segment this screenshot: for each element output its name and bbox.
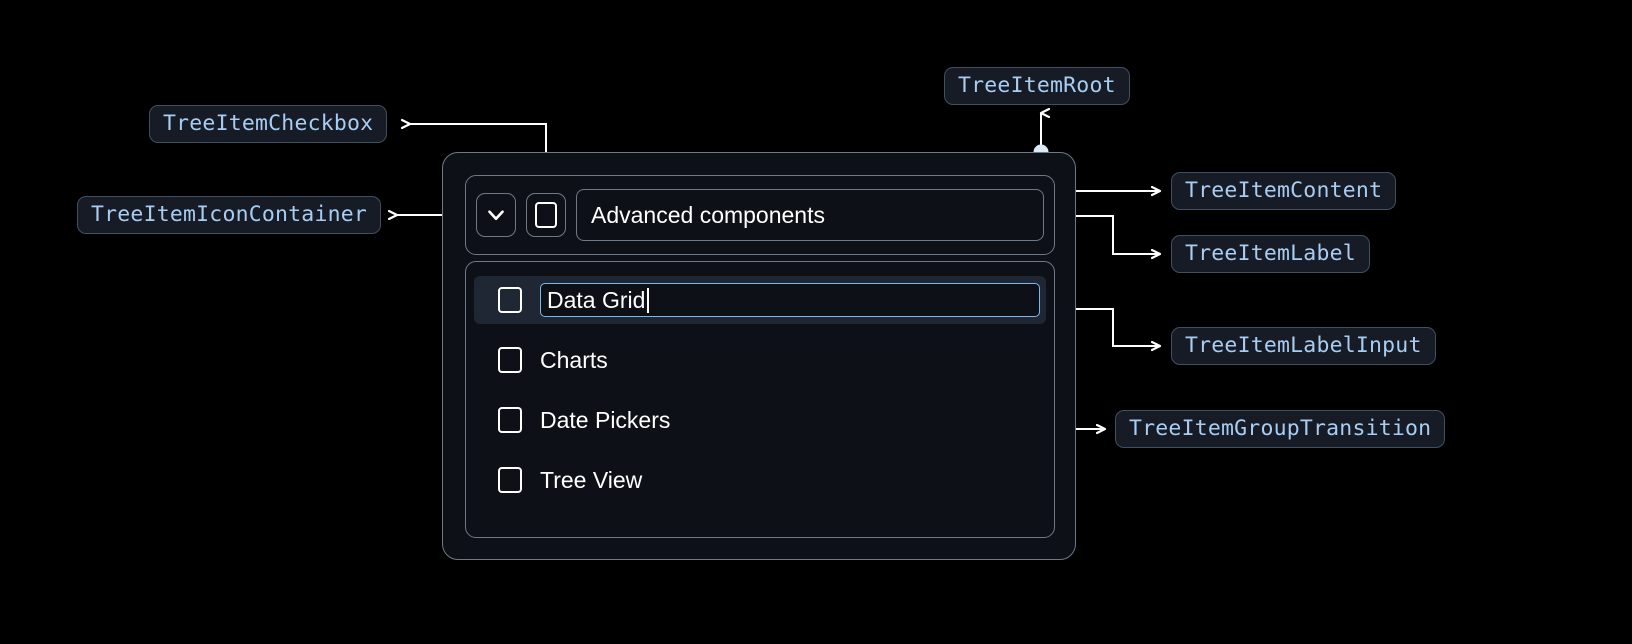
tree-item-checkbox[interactable] bbox=[526, 193, 566, 237]
tree-item-label[interactable]: Advanced components bbox=[576, 189, 1044, 241]
chevron-down-icon bbox=[483, 202, 509, 228]
tree-item-child-date-pickers[interactable]: Date Pickers bbox=[466, 396, 1054, 444]
tree-item-child-tree-view[interactable]: Tree View bbox=[466, 456, 1054, 504]
tree-item-label: Tree View bbox=[540, 466, 643, 493]
tree-item-content[interactable]: Advanced components bbox=[465, 175, 1055, 255]
tree-item-label: Date Pickers bbox=[540, 406, 671, 433]
text-caret bbox=[647, 287, 649, 313]
tree-item-label-input[interactable]: Data Grid bbox=[540, 283, 1040, 317]
tree-item-child-data-grid[interactable]: Data Grid bbox=[474, 276, 1046, 324]
tree-item-label: Charts bbox=[540, 346, 608, 373]
annotation-chip-tree-item-icon-container: TreeItemIconContainer bbox=[77, 196, 382, 234]
checkbox-unchecked-icon bbox=[535, 202, 557, 228]
annotation-chip-tree-item-group-transition: TreeItemGroupTransition bbox=[1115, 410, 1446, 448]
checkbox-unchecked-icon[interactable] bbox=[498, 407, 522, 433]
tree-item-root[interactable]: Advanced components Data Grid Charts Dat… bbox=[442, 152, 1076, 560]
tree-item-label-input-value: Data Grid bbox=[547, 286, 646, 313]
checkbox-unchecked-icon[interactable] bbox=[498, 467, 522, 493]
row-spacer bbox=[466, 324, 1054, 336]
annotation-chip-tree-item-root: TreeItemRoot bbox=[944, 67, 1130, 105]
annotation-chip-tree-item-content: TreeItemContent bbox=[1171, 172, 1397, 210]
checkbox-unchecked-icon[interactable] bbox=[498, 347, 522, 373]
annotation-chip-tree-item-checkbox: TreeItemCheckbox bbox=[149, 105, 388, 143]
row-spacer bbox=[466, 444, 1054, 456]
annotation-chip-tree-item-label-input: TreeItemLabelInput bbox=[1171, 327, 1436, 365]
tree-item-icon-container[interactable] bbox=[476, 193, 516, 237]
tree-item-child-charts[interactable]: Charts bbox=[466, 336, 1054, 384]
annotation-chip-tree-item-label: TreeItemLabel bbox=[1171, 235, 1370, 273]
tree-item-group-transition: Data Grid Charts Date Pickers Tree View bbox=[465, 261, 1055, 538]
row-spacer bbox=[466, 384, 1054, 396]
checkbox-unchecked-icon[interactable] bbox=[498, 287, 522, 313]
